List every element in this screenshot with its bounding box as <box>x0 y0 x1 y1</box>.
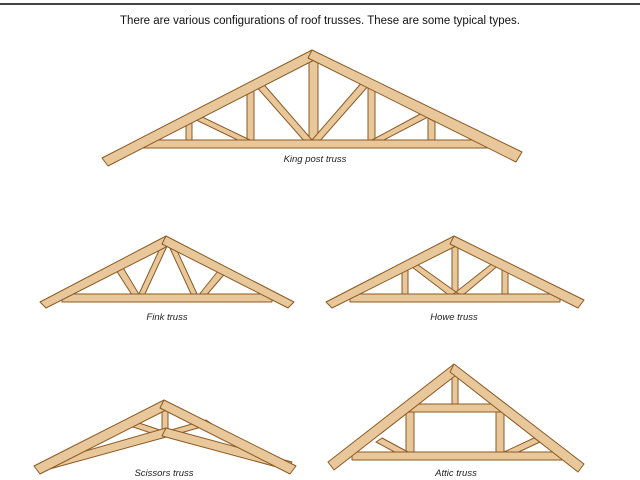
web-member <box>246 85 255 146</box>
web-member <box>191 114 251 144</box>
collar-tie <box>405 403 505 413</box>
top-chord-left <box>101 49 319 167</box>
top-chord-right <box>159 399 297 475</box>
king-post-truss <box>101 49 523 167</box>
top-chord-right <box>449 363 585 473</box>
web-member <box>455 261 501 297</box>
bottom-chord <box>137 139 489 149</box>
bottom-chord <box>351 451 563 461</box>
page-header: There are various configurations of roof… <box>120 15 520 27</box>
top-chord-right <box>161 235 295 309</box>
top-rule <box>0 3 640 5</box>
scissors-truss <box>33 399 297 475</box>
web-member <box>253 79 313 144</box>
bottom-chord <box>349 293 561 303</box>
bottom-chord <box>61 293 273 303</box>
web-member <box>371 111 431 144</box>
howe-truss <box>325 235 585 309</box>
fink-truss <box>39 235 295 309</box>
attic-caption: Attic truss <box>435 468 477 479</box>
king-post <box>451 243 459 297</box>
web-member <box>407 261 457 297</box>
web-member <box>367 87 376 146</box>
web-member <box>311 79 371 144</box>
king-post-caption: King post truss <box>283 154 347 165</box>
king-post <box>308 57 319 146</box>
fink-caption: Fink truss <box>146 312 188 323</box>
howe-caption: Howe truss <box>430 312 478 323</box>
top-chord-right <box>449 235 585 309</box>
scissors-caption: Scissors truss <box>134 468 194 479</box>
top-chord-right <box>307 49 523 163</box>
attic-truss <box>327 363 585 473</box>
